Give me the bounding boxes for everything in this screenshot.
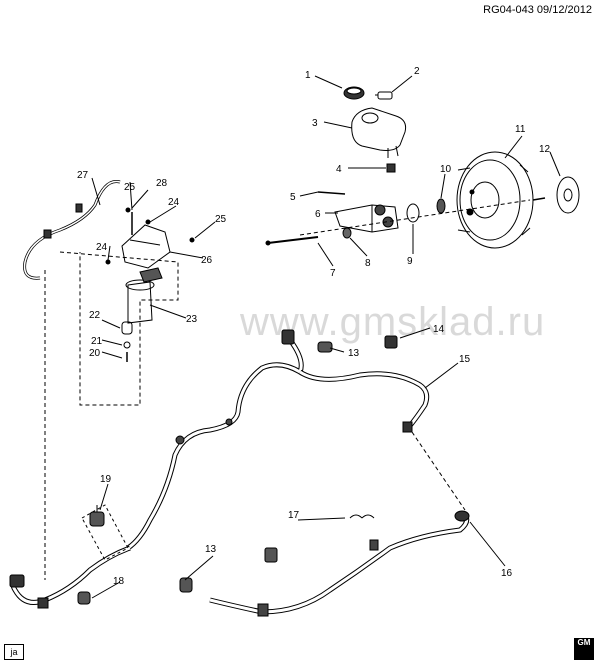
brake-fluid-reservoir-part bbox=[351, 107, 407, 158]
gasket-part bbox=[436, 198, 446, 214]
callout-25b: 25 bbox=[124, 182, 136, 193]
callout-18: 18 bbox=[113, 576, 125, 587]
check-valve-part bbox=[89, 505, 105, 527]
callout-22: 22 bbox=[89, 310, 101, 321]
clip-part bbox=[123, 341, 131, 349]
callout-labels: 1 2 3 4 5 6 7 8 9 10 11 12 13 14 15 16 1… bbox=[77, 66, 551, 587]
callout-20: 20 bbox=[89, 348, 101, 359]
callout-9: 9 bbox=[407, 256, 413, 267]
brake-booster-part bbox=[456, 151, 546, 249]
callout-5: 5 bbox=[290, 192, 296, 203]
vacuum-pump-part bbox=[125, 267, 163, 324]
hose-clamp-part bbox=[77, 591, 91, 605]
callout-27: 27 bbox=[77, 170, 89, 181]
master-cylinder-part bbox=[334, 204, 399, 233]
hose-clip-part bbox=[264, 514, 375, 563]
callout-15: 15 bbox=[459, 354, 471, 365]
callout-21: 21 bbox=[91, 336, 103, 347]
callout-19: 19 bbox=[100, 474, 112, 485]
callout-13: 13 bbox=[348, 348, 360, 359]
hose-clamp-part bbox=[179, 577, 193, 593]
callout-2: 2 bbox=[414, 66, 420, 77]
fluid-level-sensor-part bbox=[375, 91, 393, 100]
callout-7: 7 bbox=[330, 268, 336, 279]
check-valve-hose-part bbox=[9, 545, 131, 609]
lower-vacuum-hose-part bbox=[209, 510, 470, 617]
main-brake-hose-part bbox=[126, 329, 430, 551]
callout-16: 16 bbox=[501, 568, 513, 579]
callout-24a: 24 bbox=[96, 242, 108, 253]
seal-part bbox=[342, 227, 352, 239]
callout-12: 12 bbox=[539, 144, 551, 155]
callout-13b: 13 bbox=[205, 544, 217, 555]
callout-14: 14 bbox=[433, 324, 445, 335]
vacuum-hose-part bbox=[23, 179, 121, 280]
o-ring-part bbox=[406, 203, 420, 223]
callout-24b: 24 bbox=[168, 197, 180, 208]
booster-gasket-part bbox=[556, 176, 580, 214]
grommet-part bbox=[386, 163, 396, 173]
callout-10: 10 bbox=[440, 164, 452, 175]
gm-logo-icon: GM bbox=[574, 638, 594, 660]
callout-8: 8 bbox=[365, 258, 371, 269]
push-rod-part bbox=[265, 236, 319, 246]
pin-part bbox=[317, 191, 346, 195]
callout-4: 4 bbox=[336, 164, 342, 175]
corner-tag: ja bbox=[4, 644, 24, 660]
callout-28: 28 bbox=[156, 178, 168, 189]
reservoir-cap-part bbox=[343, 86, 365, 100]
callout-1: 1 bbox=[305, 70, 311, 81]
callout-26: 26 bbox=[201, 255, 213, 266]
callout-17: 17 bbox=[288, 510, 300, 521]
check-valve-part bbox=[121, 321, 133, 335]
callout-23: 23 bbox=[186, 314, 198, 325]
callout-11: 11 bbox=[515, 124, 526, 135]
callout-3: 3 bbox=[312, 118, 318, 129]
diagram-code: RG04-043 09/12/2012 bbox=[483, 4, 592, 16]
callout-25a: 25 bbox=[215, 214, 227, 225]
callout-6: 6 bbox=[315, 209, 321, 220]
mounting-bracket-part bbox=[121, 224, 171, 269]
